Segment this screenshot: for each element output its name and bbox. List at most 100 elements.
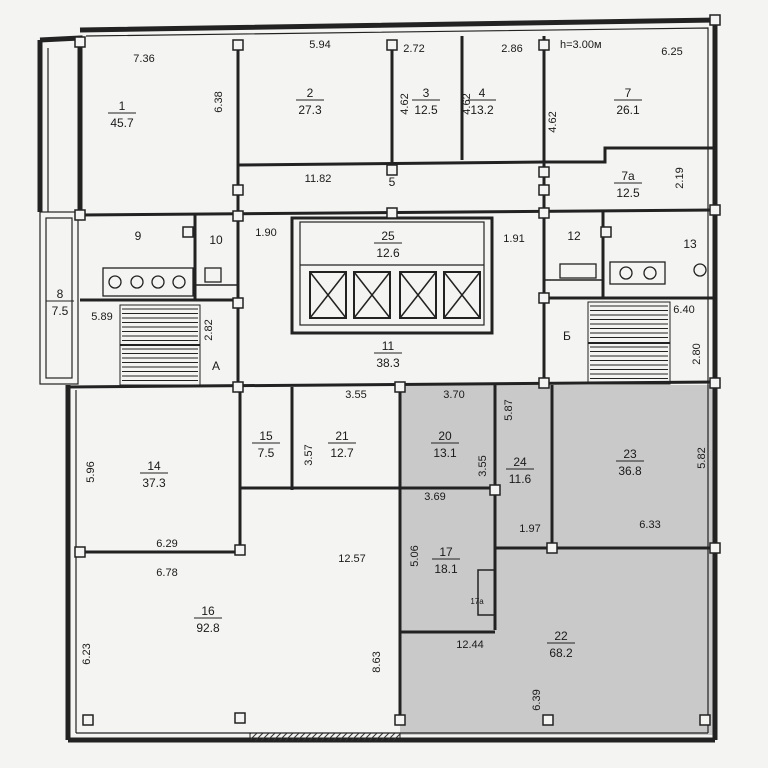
column [600, 226, 612, 238]
column [232, 210, 244, 222]
room-number: 24 [513, 455, 527, 469]
dimension-label: 4.62 [547, 111, 559, 132]
column [709, 204, 721, 216]
column [489, 484, 501, 496]
dimension-label: 2.82 [203, 319, 215, 340]
room-number: 13 [683, 237, 697, 251]
dimension-label: 8.63 [371, 651, 383, 672]
dimension-label: 6.25 [661, 46, 682, 58]
room-number: 20 [438, 429, 452, 443]
room-area: 13.1 [433, 446, 457, 460]
dimension-label: 1.97 [519, 523, 540, 535]
column [232, 39, 244, 51]
column [74, 36, 86, 48]
column [538, 39, 550, 51]
room-number: 9 [135, 229, 142, 243]
column [538, 207, 550, 219]
column [386, 39, 398, 51]
room-number: 10 [209, 233, 223, 247]
room-area: 38.3 [376, 356, 400, 370]
stairs-left [119, 304, 201, 386]
room-area: 12.5 [414, 103, 438, 117]
column [394, 714, 406, 726]
outer-walls-inner-line [39, 27, 709, 734]
ceiling-height-note: h=3.00м [560, 39, 602, 51]
column [542, 714, 554, 726]
elevator-shafts [309, 271, 481, 319]
room-number: 16 [201, 604, 215, 618]
room-area: 7.5 [258, 446, 275, 460]
toilet-fixtures-left [102, 267, 222, 297]
room-area: 92.8 [196, 621, 220, 635]
dimension-label: 6.38 [213, 91, 225, 112]
stair-label-a: А [212, 359, 220, 373]
column [234, 544, 246, 556]
column [182, 226, 194, 238]
elevator-shaft [309, 271, 347, 319]
dimension-label: 11.82 [305, 173, 332, 185]
room-number: 12 [567, 229, 581, 243]
dimension-label: 7.36 [133, 53, 154, 65]
room-area: 12.5 [616, 186, 640, 200]
column [538, 184, 550, 196]
dimension-label: 5.87 [503, 399, 515, 420]
room-number: 2 [307, 86, 314, 100]
column [709, 14, 721, 26]
room-area: 18.1 [434, 562, 458, 576]
columns [74, 14, 721, 726]
column [386, 164, 398, 176]
room-area: 36.8 [618, 464, 642, 478]
room-area: 12.6 [376, 246, 400, 260]
dimension-label: 6.23 [81, 643, 93, 664]
dimension-label: 6.40 [673, 304, 694, 316]
dimension-label: 6.39 [531, 689, 543, 710]
dimension-label: 5.94 [309, 39, 330, 51]
room-area: 7.5 [52, 304, 69, 318]
dimension-label: 12.57 [338, 553, 366, 565]
column [709, 377, 721, 389]
dimension-label: 4.62 [399, 93, 411, 114]
dimension-label: 5.89 [91, 311, 112, 323]
dimension-label: 6.33 [639, 519, 660, 531]
dimension-label: 2.72 [403, 43, 424, 55]
room-number: 17 [439, 545, 453, 559]
room-number: 3 [423, 86, 430, 100]
column [546, 542, 558, 554]
room-number: 21 [335, 429, 349, 443]
room-number: 7 [625, 86, 632, 100]
dimension-label: 1.90 [255, 227, 276, 239]
room-area: 26.1 [616, 103, 640, 117]
stairs-left-steps [122, 308, 198, 381]
room-area: 45.7 [110, 116, 134, 130]
stair-label-b: Б [563, 329, 571, 343]
room-area: 13.2 [470, 103, 494, 117]
room-number: 5 [389, 175, 396, 189]
column [538, 292, 550, 304]
stairs-right-steps [590, 305, 668, 379]
room-number: 4 [479, 86, 486, 100]
dimension-label: 1.91 [503, 233, 524, 245]
column [538, 377, 550, 389]
column [232, 184, 244, 196]
dimension-label: 5.82 [696, 447, 708, 468]
room-area: 27.3 [298, 103, 322, 117]
room-area: 12.7 [330, 446, 354, 460]
elevator-shaft [443, 271, 481, 319]
column [232, 381, 244, 393]
room-number: 7а [621, 169, 635, 183]
stairs-right [587, 301, 671, 385]
dimension-label: 3.57 [303, 444, 315, 465]
column [709, 542, 721, 554]
dimension-label: 12.44 [456, 639, 484, 651]
dimension-label: 2.19 [674, 167, 686, 188]
column [232, 297, 244, 309]
column [394, 381, 406, 393]
room-number: 11 [382, 339, 395, 353]
room-area: 68.2 [549, 646, 573, 660]
toilet-fixtures-right [559, 261, 707, 285]
dimension-label: 3.55 [477, 455, 489, 476]
elevator-shaft [353, 271, 391, 319]
dimension-label: 4.62 [461, 93, 473, 114]
